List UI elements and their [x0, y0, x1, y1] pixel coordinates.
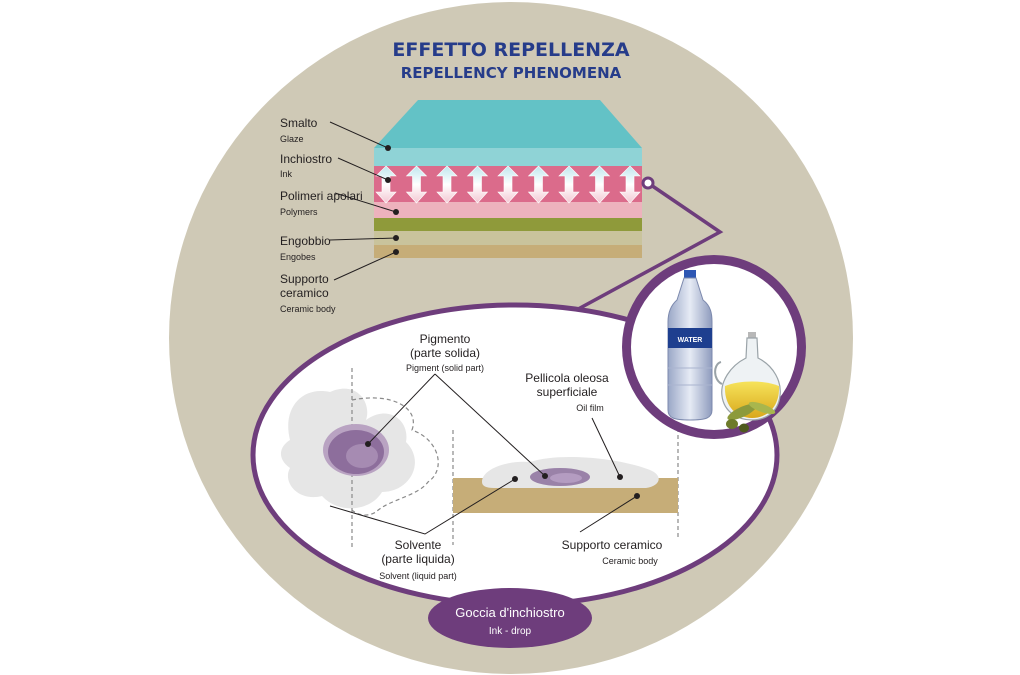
label-pigment-2: (parte solida)	[410, 346, 480, 360]
side-view-drop	[452, 428, 679, 545]
repellency-arrow	[527, 165, 550, 204]
engobe-layer	[374, 231, 642, 245]
ink-drop-badge: Goccia d'inchiostro Ink - drop	[428, 588, 592, 648]
label-polymers-en: Polymers	[280, 207, 318, 217]
glaze-layer-edge	[374, 148, 642, 166]
repellency-arrow	[558, 165, 580, 204]
label-ceramic-body-en: Ceramic body	[602, 556, 658, 566]
label-pigment-en: Pigment (solid part)	[406, 363, 484, 373]
repellency-arrow	[436, 165, 458, 204]
engobe-green-layer	[374, 218, 642, 231]
label-oil-film-2: superficiale	[537, 385, 598, 399]
badge-title: Goccia d'inchiostro	[455, 605, 564, 620]
layer-stack	[374, 100, 642, 258]
label-solvent: Solvente	[395, 538, 442, 552]
repellency-arrow	[497, 165, 519, 204]
repellency-arrow	[466, 165, 489, 204]
label-glaze-en: Glaze	[280, 134, 304, 144]
repellency-arrow	[619, 165, 641, 204]
polymer-layer	[374, 202, 642, 218]
label-polymers: Polimeri apolari	[280, 189, 363, 203]
badge-subtitle: Ink - drop	[489, 626, 532, 637]
drop-labels: Pigmento (parte solida) Pigment (solid p…	[379, 332, 662, 581]
water-oil-illustration: WATER	[622, 255, 806, 439]
title-english: REPELLENCY PHENOMENA	[401, 64, 622, 82]
ceramic-body-layer	[374, 245, 642, 258]
olive-branch	[726, 401, 776, 433]
label-oil-film: Pellicola oleosa	[525, 371, 609, 385]
label-pigment: Pigmento	[420, 332, 471, 346]
label-support: Supporto	[280, 272, 329, 286]
top-view-drop	[280, 368, 439, 548]
label-engobe: Engobbio	[280, 234, 331, 248]
pigment-top-highlight	[346, 444, 378, 468]
label-glaze: Smalto	[280, 116, 318, 130]
dashed-outline	[351, 397, 439, 516]
label-engobe-en: Engobes	[280, 252, 316, 262]
label-support-2: ceramico	[280, 286, 329, 300]
label-solvent-2: (parte liquida)	[381, 552, 454, 566]
repellency-arrows	[375, 165, 641, 204]
label-ink: Inchiostro	[280, 152, 332, 166]
connector-dot-top	[641, 176, 655, 190]
water-label-band	[668, 328, 712, 348]
drop-leaders	[329, 373, 638, 535]
repellency-arrow	[405, 165, 428, 204]
layer-labels: Smalto Glaze Inchiostro Ink Polimeri apo…	[280, 116, 399, 314]
label-support-en: Ceramic body	[280, 304, 336, 314]
badge-shape	[428, 588, 592, 648]
pigment-side-highlight	[550, 473, 582, 483]
water-bottle: WATER	[667, 270, 713, 421]
water-label: WATER	[678, 337, 703, 344]
label-oil-film-en: Oil film	[576, 403, 604, 413]
repellency-arrow	[588, 165, 611, 204]
title-italian: EFFETTO REPELLENZA	[392, 39, 629, 61]
label-ink-en: Ink	[280, 169, 293, 179]
glaze-layer	[374, 100, 642, 148]
label-solvent-en: Solvent (liquid part)	[379, 571, 457, 581]
connector-line	[511, 181, 724, 347]
label-ceramic-body: Supporto ceramico	[562, 538, 663, 552]
